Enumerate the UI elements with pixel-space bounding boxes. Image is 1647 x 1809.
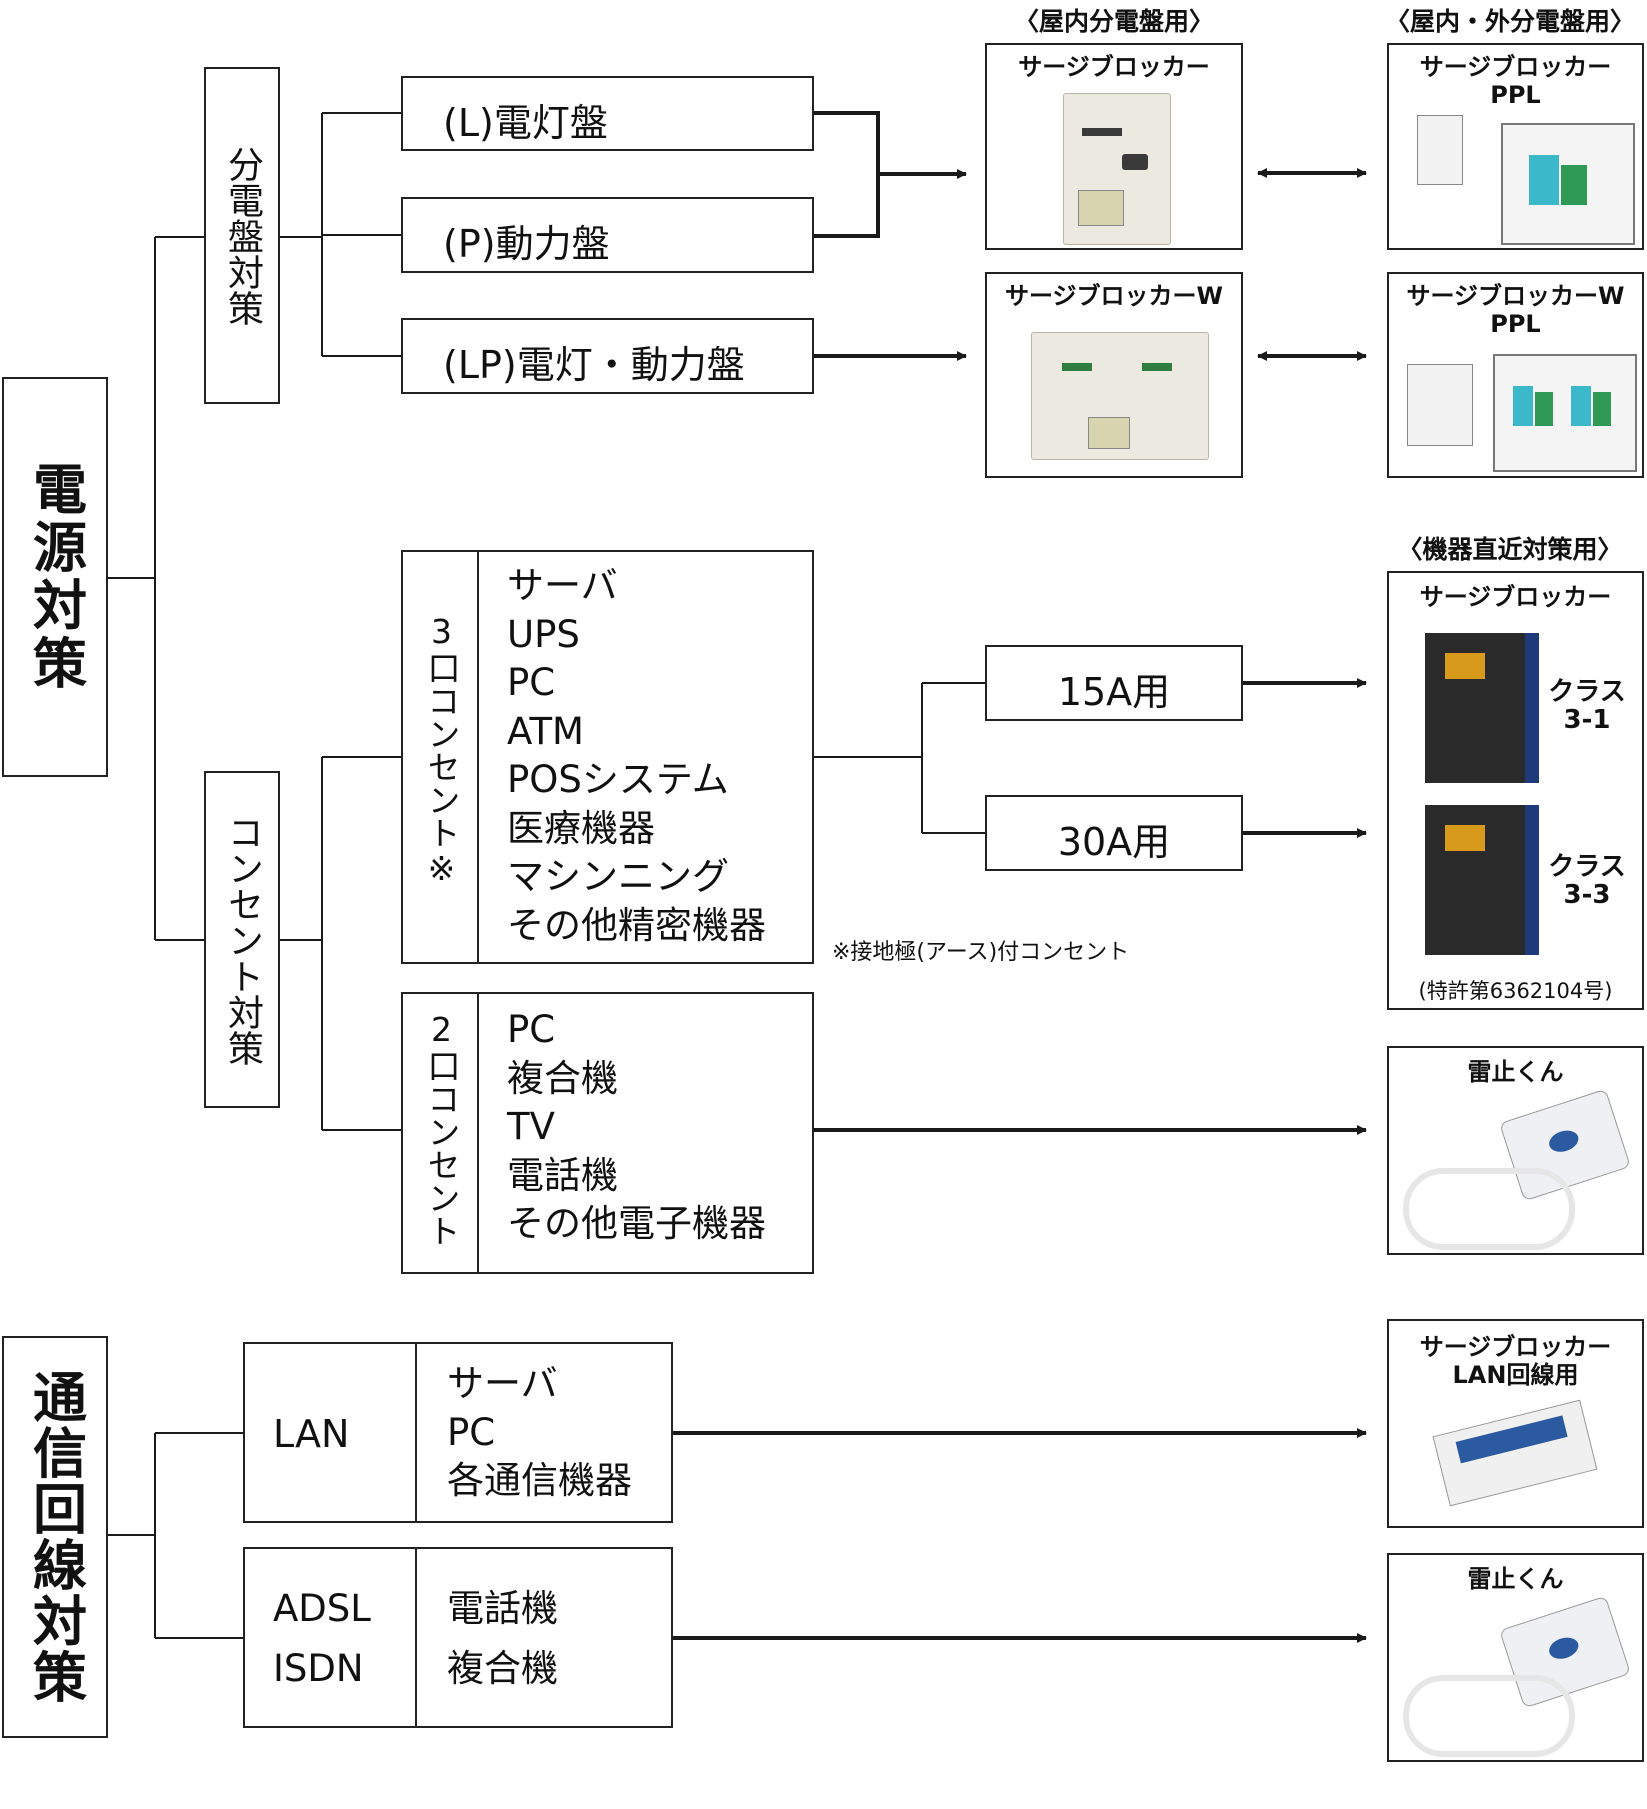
- enclosure-cover-image: [1407, 364, 1473, 446]
- list-item: ATM: [507, 709, 584, 753]
- ppl-w-enclosure-image: [1493, 354, 1637, 472]
- outlet2-label: 2口コンセント: [422, 1010, 461, 1247]
- product-surge-blocker-w-ppl: サージブロッカーW PPL: [1387, 272, 1644, 478]
- lan-device-list: サーバ PC 各通信機器: [447, 1360, 632, 1506]
- comm-title: 通信回線対策: [23, 1369, 87, 1705]
- outlet2-divider: [477, 994, 479, 1272]
- product-surge-blocker-device: サージブロッカー クラス 3-1 クラス 3-3 (特許第6362104号): [1387, 571, 1644, 1010]
- amp-15-box: 15A用: [985, 645, 1243, 721]
- adsl-device-list: 電話機 複合機: [447, 1579, 558, 1699]
- adsl-divider: [415, 1549, 417, 1726]
- list-item: POSシステム: [507, 758, 729, 801]
- surge-blocker-class33-image: [1425, 805, 1539, 955]
- class31-label: クラス 3-1: [1548, 677, 1626, 735]
- product-title: 雷止くん: [1467, 1565, 1564, 1593]
- product-title-line2: LAN回線用: [1452, 1361, 1579, 1389]
- ppl-enclosure-image: [1501, 123, 1635, 245]
- power-title-box: 電源対策: [2, 377, 108, 777]
- list-item: UPS: [507, 612, 580, 656]
- list-item: サーバ: [447, 1362, 558, 1405]
- panel-l-label: (L)電灯盤: [443, 101, 608, 145]
- amp-15-label: 15A用: [1057, 670, 1171, 714]
- product-surge-blocker-lan: サージブロッカー LAN回線用: [1387, 1319, 1644, 1528]
- outlet3-device-list: サーバ UPS PC ATM POSシステム 医療機器 マシンニング その他精密…: [507, 562, 766, 950]
- list-item: マシンニング: [507, 855, 729, 898]
- panel-p-label: (P)動力盤: [443, 222, 610, 266]
- product-title: サージブロッカーW: [1005, 282, 1223, 310]
- outlet3-divider: [477, 552, 479, 962]
- enclosure-cover-image: [1417, 115, 1463, 185]
- product-title-line2: PPL: [1490, 81, 1541, 109]
- product-title-line1: サージブロッカー: [1419, 53, 1612, 81]
- list-item: 電話機: [447, 1587, 558, 1630]
- product-surge-blocker-ppl: サージブロッカー PPL: [1387, 43, 1644, 250]
- product-surge-blocker-w: サージブロッカーW: [985, 272, 1243, 478]
- amp-30-label: 30A用: [1057, 820, 1171, 864]
- list-item: 複合機: [507, 1056, 618, 1100]
- outlet3-footnote: ※接地極(アース)付コンセント: [832, 940, 1130, 965]
- outlet2-device-list: PC 複合機 TV 電話機 その他電子機器: [507, 1006, 766, 1249]
- patent-number: (特許第6362104号): [1418, 979, 1613, 1003]
- list-item: ADSL: [273, 1587, 371, 1630]
- power-title: 電源対策: [23, 461, 87, 693]
- product-raiten-2: 雷止くん: [1387, 1553, 1644, 1762]
- list-item: 電話機: [507, 1153, 618, 1197]
- list-item: サーバ: [507, 564, 618, 607]
- panel-lp-label: (LP)電灯・動力盤: [443, 343, 745, 387]
- class33-label: クラス 3-3: [1548, 852, 1626, 910]
- header-inout: 〈屋内・外分電盤用〉: [1384, 7, 1635, 36]
- product-title-line1: サージブロッカーW: [1406, 282, 1625, 310]
- product-title-line1: サージブロッカー: [1419, 1333, 1612, 1361]
- outlet3-label: 3口コンセント※: [422, 612, 461, 888]
- outlet-group-label: コンセント対策: [222, 813, 263, 1066]
- adsl-labels: ADSL ISDN: [273, 1579, 371, 1699]
- lan-box: LAN サーバ PC 各通信機器: [243, 1342, 673, 1523]
- list-item: ISDN: [273, 1647, 364, 1690]
- panel-group-box: 分電盤対策: [204, 67, 280, 404]
- cable-image: [1403, 1168, 1575, 1250]
- list-item: 医療機器: [507, 806, 655, 850]
- panel-group-label: 分電盤対策: [222, 145, 263, 326]
- outlet2-box: 2口コンセント PC 複合機 TV 電話機 その他電子機器: [401, 992, 814, 1274]
- product-raiten: 雷止くん: [1387, 1046, 1644, 1255]
- panel-l-box: (L)電灯盤: [401, 76, 814, 151]
- adsl-box: ADSL ISDN 電話機 複合機: [243, 1547, 673, 1728]
- lan-divider: [415, 1344, 417, 1521]
- list-item: PC: [507, 1008, 556, 1051]
- list-item: 各通信機器: [447, 1459, 632, 1502]
- surge-blocker-image: [1063, 93, 1171, 245]
- surge-blocker-class31-image: [1425, 633, 1539, 783]
- list-item: その他精密機器: [507, 903, 766, 947]
- cable-image: [1403, 1675, 1575, 1757]
- list-item: TV: [507, 1105, 555, 1148]
- panel-p-box: (P)動力盤: [401, 197, 814, 273]
- outlet-group-box: コンセント対策: [204, 771, 280, 1108]
- list-item: その他電子機器: [507, 1202, 766, 1245]
- header-indoor: 〈屋内分電盤用〉: [1013, 7, 1214, 36]
- product-title: サージブロッカー: [1419, 583, 1612, 611]
- product-title: 雷止くん: [1467, 1058, 1564, 1086]
- outlet3-box: 3口コンセント※ サーバ UPS PC ATM POSシステム 医療機器 マシン…: [401, 550, 814, 964]
- product-title-line2: PPL: [1490, 310, 1541, 338]
- lan-label: LAN: [273, 1412, 350, 1456]
- product-title: サージブロッカー: [1018, 53, 1210, 81]
- surge-blocker-w-image: [1031, 332, 1209, 460]
- list-item: 複合機: [447, 1647, 558, 1690]
- panel-lp-box: (LP)電灯・動力盤: [401, 318, 814, 394]
- header-nearby: 〈機器直近対策用〉: [1397, 535, 1623, 564]
- lan-blocker-image: [1432, 1399, 1598, 1507]
- comm-title-box: 通信回線対策: [2, 1336, 108, 1738]
- list-item: PC: [507, 661, 556, 704]
- list-item: PC: [447, 1410, 496, 1454]
- amp-30-box: 30A用: [985, 795, 1243, 871]
- product-surge-blocker: サージブロッカー: [985, 43, 1243, 250]
